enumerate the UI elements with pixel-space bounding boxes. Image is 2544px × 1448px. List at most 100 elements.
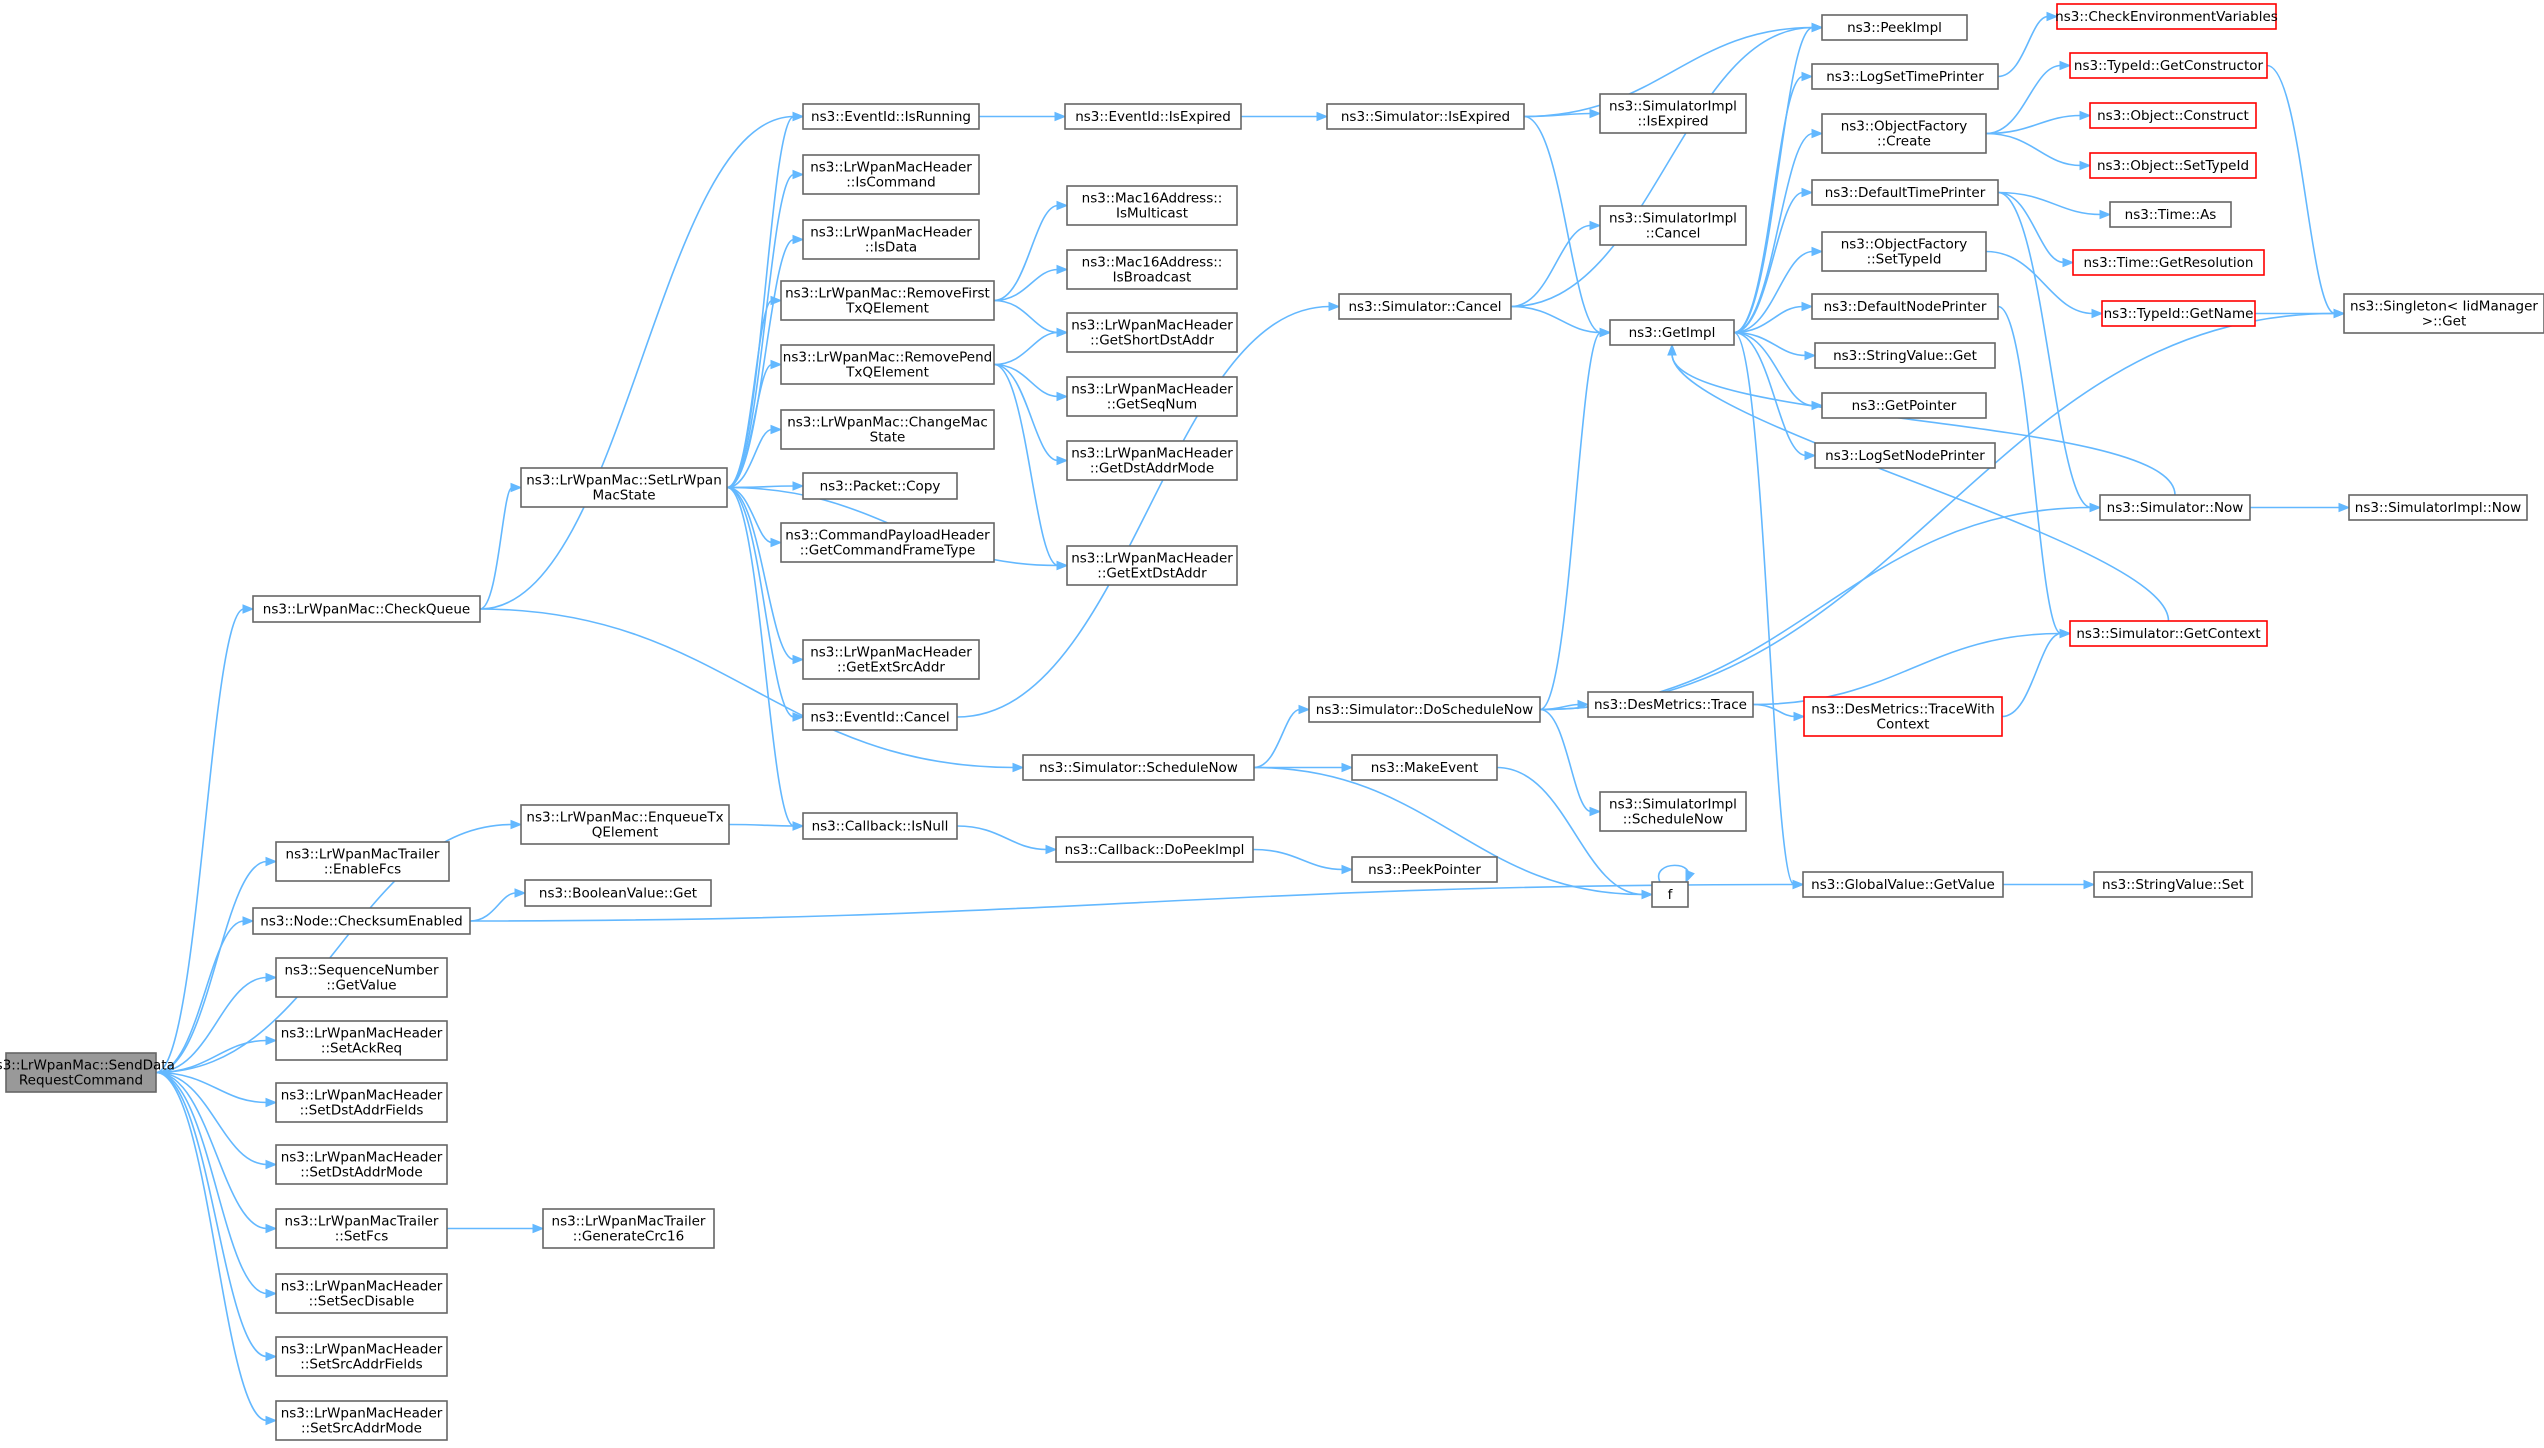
function-node[interactable]: ns3::LogSetNodePrinter [1814, 442, 1996, 469]
function-node[interactable]: ns3::LrWpanMacHeader::GetShortDstAddr [1066, 312, 1238, 353]
function-node[interactable]: ns3::Object::SetTypeId [2089, 152, 2257, 179]
arrowhead-icon [1012, 762, 1025, 773]
function-node[interactable]: ns3::LrWpanMacTrailer::GenerateCrc16 [542, 1208, 715, 1249]
function-node[interactable]: ns3::PeekPointer [1351, 856, 1498, 883]
function-node[interactable]: ns3::SimulatorImpl::Cancel [1599, 205, 1747, 246]
function-node[interactable]: ns3::EventId::IsExpired [1064, 103, 1242, 130]
function-node[interactable]: ns3::LrWpanMacTrailer::EnableFcs [275, 841, 450, 882]
function-node[interactable]: ns3::Time::GetResolution [2072, 249, 2265, 276]
arrowhead-icon [514, 888, 527, 898]
function-node[interactable]: ns3::Time::As [2109, 201, 2232, 228]
function-node[interactable]: ns3::SimulatorImpl::IsExpired [1599, 93, 1747, 134]
call-edge-n13-n19 [726, 428, 773, 489]
function-node[interactable]: ns3::Object::Construct [2089, 102, 2257, 129]
function-node[interactable]: ns3::CommandPayloadHeader::GetCommandFra… [780, 522, 995, 563]
call-edge-n38-n68 [1539, 312, 2336, 711]
function-node[interactable]: ns3::EventId::Cancel [802, 703, 958, 731]
function-node[interactable]: ns3::BooleanValue::Get [524, 879, 712, 907]
node-box [275, 957, 448, 998]
function-node[interactable]: ns3::GlobalValue::GetValue [1802, 871, 2004, 898]
function-node[interactable]: f [1651, 881, 1689, 908]
call-edge-n17-n29 [993, 268, 1059, 302]
call-edge-n0-n7 [155, 1071, 268, 1104]
node-box [1066, 376, 1238, 417]
function-node[interactable]: ns3::Simulator::IsExpired [1326, 103, 1525, 130]
function-node[interactable]: ns3::CheckEnvironmentVariables [2055, 3, 2278, 30]
function-node[interactable]: ns3::DesMetrics::Trace [1587, 691, 1754, 718]
function-node[interactable]: ns3::TypeId::GetName [2101, 300, 2256, 327]
arrowhead-icon [265, 856, 278, 867]
function-node[interactable]: ns3::SimulatorImpl::Now [2348, 494, 2528, 521]
function-node[interactable]: ns3::Simulator::DoScheduleNow [1308, 696, 1541, 723]
function-node[interactable]: ns3::Packet::Copy [802, 472, 958, 500]
node-label: ns3::StringValue::Get [1833, 348, 1977, 364]
function-node[interactable]: ns3::SimulatorImpl::ScheduleNow [1599, 791, 1747, 832]
node-label: ns3::GetImpl [1629, 325, 1716, 341]
call-edge-n0-n9 [155, 1071, 268, 1230]
node-label: IsMulticast [1116, 206, 1188, 222]
node-box [802, 472, 958, 500]
function-node[interactable]: ns3::PeekImpl [1821, 14, 1968, 41]
function-node[interactable]: ns3::GetImpl [1609, 319, 1735, 346]
function-node[interactable]: ns3::LrWpanMacHeader::SetSecDisable [275, 1273, 448, 1314]
function-node[interactable]: ns3::TypeId::GetConstructor [2069, 52, 2268, 79]
function-node[interactable]: ns3::LrWpanMacHeader::SetAckReq [275, 1020, 448, 1061]
function-node[interactable]: ns3::MakeEvent [1351, 754, 1498, 781]
node-box [275, 1144, 448, 1185]
function-node[interactable]: ns3::DefaultTimePrinter [1811, 179, 1999, 206]
node-box [275, 841, 450, 882]
function-node[interactable]: ns3::Callback::IsNull [802, 812, 958, 840]
node-label: ns3::GlobalValue::GetValue [1811, 877, 1995, 893]
function-node[interactable]: ns3::Singleton< IidManager >::Get [2343, 293, 2544, 334]
function-node[interactable]: ns3::Mac16Address::IsMulticast [1066, 185, 1238, 226]
function-node[interactable]: ns3::LrWpanMacHeader::IsCommand [802, 154, 980, 195]
arrowhead-icon [792, 712, 805, 722]
node-label: ns3::LrWpanMacTrailer [552, 1214, 706, 1230]
function-node[interactable]: ns3::Simulator::Cancel [1338, 293, 1512, 320]
function-node[interactable]: ns3::StringValue::Set [2093, 871, 2253, 898]
function-node[interactable]: ns3::LrWpanMacHeader::SetSrcAddrFields [275, 1336, 448, 1377]
call-edge-n49-n59 [1985, 64, 2062, 135]
function-node[interactable]: ns3::Simulator::ScheduleNow [1022, 754, 1255, 781]
node-label: ns3::Callback::IsNull [812, 819, 949, 835]
function-node[interactable]: ns3::LrWpanMacHeader::SetSrcAddrMode [275, 1400, 448, 1441]
function-node[interactable]: ns3::LrWpanMacHeader::GetDstAddrMode [1066, 440, 1238, 481]
function-node[interactable]: ns3::EventId::IsRunning [802, 103, 980, 130]
function-node[interactable]: ns3::LrWpanMacHeader::GetSeqNum [1066, 376, 1238, 417]
node-box [2069, 52, 2268, 79]
function-node[interactable]: ns3::LrWpanMacHeader::GetExtDstAddr [1066, 545, 1238, 586]
function-node[interactable]: ns3::LrWpanMacHeader::IsData [802, 219, 980, 260]
function-node[interactable]: ns3::LrWpanMac::CheckQueue [252, 595, 481, 623]
function-node[interactable]: ns3::DefaultNodePrinter [1811, 293, 1999, 320]
call-edge-n4-n56 [469, 883, 1795, 922]
node-box [252, 595, 481, 623]
function-node[interactable]: ns3::LrWpanMacHeader::SetDstAddrFields [275, 1082, 448, 1123]
function-node[interactable]: ns3::Node::ChecksumEnabled [252, 907, 471, 935]
function-node[interactable]: ns3::LrWpanMacTrailer::SetFcs [275, 1208, 448, 1249]
function-node[interactable]: ns3::Callback::DoPeekImpl [1055, 836, 1254, 863]
function-node[interactable]: ns3::Simulator::Now [2099, 494, 2251, 521]
arrowhead-icon [1341, 864, 1354, 875]
function-node[interactable]: ns3::ObjectFactory::Create [1821, 113, 1987, 154]
arrowhead-icon [2079, 160, 2092, 171]
arrowhead-icon [265, 1351, 278, 1362]
call-edge-n13-n15 [726, 173, 795, 489]
function-node[interactable]: ns3::GetPointer [1821, 392, 1987, 419]
function-node[interactable]: ns3::SequenceNumber::GetValue [275, 957, 448, 998]
function-node[interactable]: ns3::LrWpanMacHeader::GetExtSrcAddr [802, 639, 980, 680]
function-node[interactable]: ns3::LogSetTimePrinter [1811, 63, 1999, 90]
call-edge-n57-n66 [2001, 632, 2062, 718]
node-label: ::SetTypeId [1867, 252, 1942, 268]
function-node[interactable]: ns3::Simulator::GetContext [2069, 620, 2268, 647]
function-node[interactable]: ns3::ObjectFactory::SetTypeId [1821, 231, 1987, 272]
function-node[interactable]: ns3::LrWpanMacHeader::SetDstAddrMode [275, 1144, 448, 1185]
function-node[interactable]: ns3::Mac16Address::IsBroadcast [1066, 249, 1238, 290]
function-node[interactable]: ns3::StringValue::Get [1814, 342, 1996, 369]
